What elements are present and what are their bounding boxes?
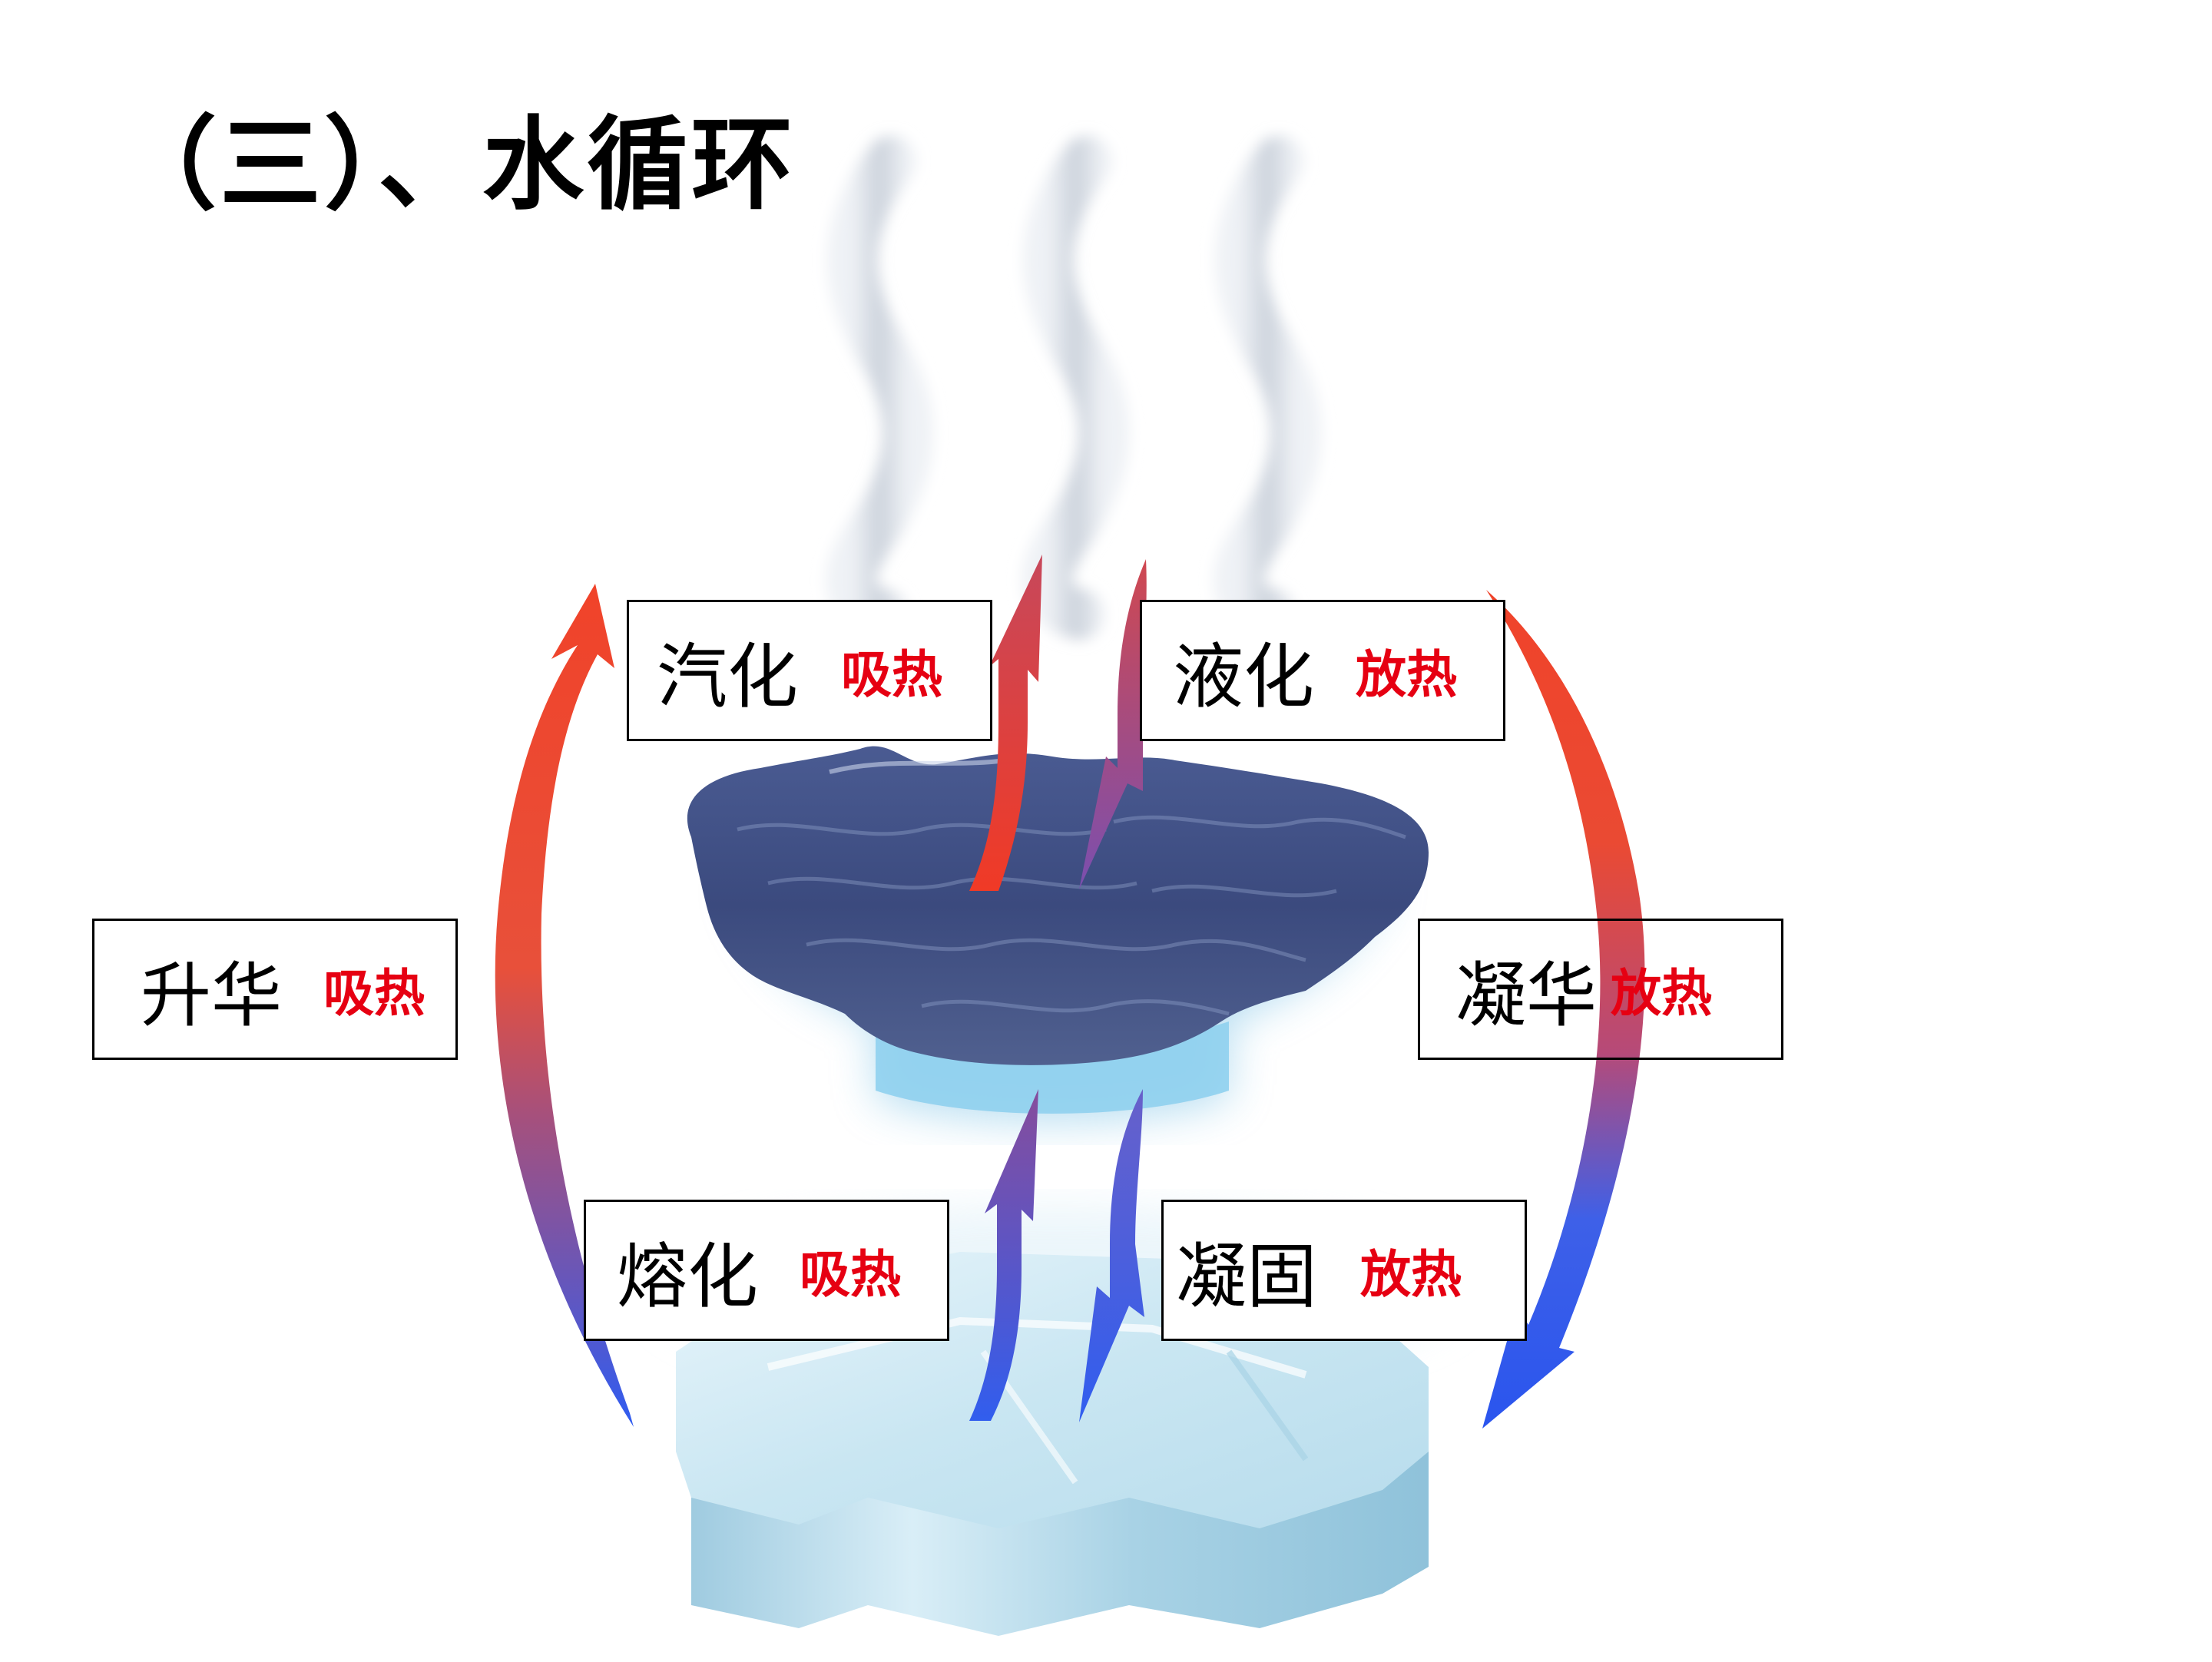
heat-label: 放热: [1356, 644, 1458, 704]
label-box-liquefaction: 液化 放热: [1140, 600, 1505, 741]
arrow-up-icon: [969, 1089, 1038, 1421]
heat-label: 放热: [1611, 963, 1713, 1023]
heat-label: 放热: [1360, 1244, 1462, 1304]
page-title: （三）、水循环: [115, 106, 796, 224]
arrow-down-icon: [1079, 559, 1147, 889]
water-body-icon: [687, 746, 1429, 1121]
process-label: 升华: [141, 954, 283, 1037]
arrow-down-icon: [1079, 1089, 1144, 1422]
label-box-vaporization: 汽化 吸热: [627, 600, 992, 741]
heat-label: 吸热: [323, 963, 426, 1023]
arrow-up-icon: [969, 555, 1042, 891]
label-box-deposition: 凝华 放热: [1418, 919, 1783, 1060]
process-label: 熔化: [617, 1235, 759, 1318]
arrow-up-icon: [495, 584, 634, 1427]
steam-icon: [826, 136, 1321, 640]
label-box-solidification: 凝固 放热: [1161, 1200, 1527, 1341]
heat-label: 吸热: [800, 1244, 902, 1304]
process-label: 凝华: [1455, 954, 1598, 1037]
arrow-down-icon: [1482, 590, 1645, 1429]
label-box-sublimation: 升华 吸热: [92, 919, 458, 1060]
process-label: 汽化: [657, 635, 799, 718]
heat-label: 吸热: [841, 644, 943, 704]
label-box-melting: 熔化 吸热: [584, 1200, 949, 1341]
process-label: 液化: [1173, 635, 1315, 718]
process-label: 凝固: [1176, 1235, 1318, 1318]
